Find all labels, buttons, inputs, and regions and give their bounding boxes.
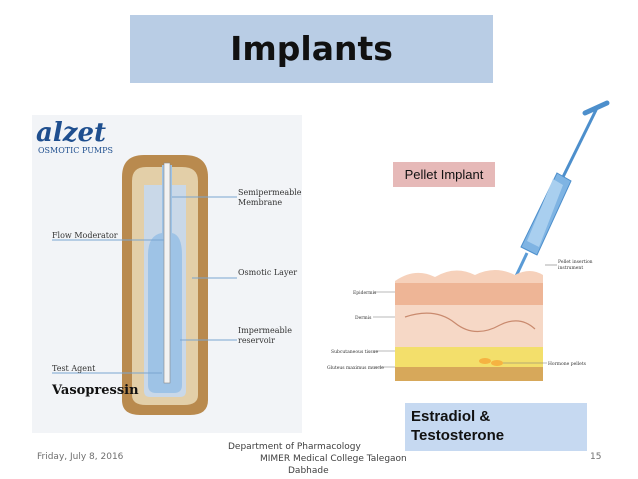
label-vasopressin: Vasopressin xyxy=(51,383,139,398)
label-hormone-pellets: Hormone pellets xyxy=(548,361,587,367)
label-impermeable: Impermeable xyxy=(238,326,292,335)
footer-dept-line3: Dabhade xyxy=(288,466,329,476)
label-osmotic-layer: Osmotic Layer xyxy=(238,268,297,277)
label-reservoir: reservoir xyxy=(238,336,275,345)
label-epidermis: Epidermis xyxy=(353,290,377,296)
label-subcutaneous: Subcutaneous tissue xyxy=(331,349,378,355)
label-test-agent: Test Agent xyxy=(52,364,96,373)
label-dermis: Dermis xyxy=(355,315,372,321)
footer-page-number: 15 xyxy=(590,452,602,462)
pellet-implant-callout: Pellet Implant xyxy=(393,162,495,187)
pellet-implant-text: Pellet Implant xyxy=(404,167,484,182)
alzet-logo: alzet xyxy=(36,118,106,148)
pellet-implant-diagram: Pellet insertion instrument Epidermis De… xyxy=(327,100,610,381)
footer-date: Friday, July 8, 2016 xyxy=(37,452,124,462)
hormones-callout: Estradiol & Testosterone xyxy=(405,403,587,451)
title-banner: Implants xyxy=(130,15,493,83)
label-flow-moderator: Flow Moderator xyxy=(52,231,118,240)
label-pellet-insertion: Pellet insertion xyxy=(558,259,593,265)
label-semipermeable: Semipermeable xyxy=(238,188,302,197)
footer-dept-line1: Department of Pharmacology xyxy=(228,442,361,452)
slide-title: Implants xyxy=(230,29,393,68)
footer-dept-line2: MIMER Medical College Talegaon xyxy=(260,454,407,464)
alzet-logo-subtitle: OSMOTIC PUMPS xyxy=(38,146,113,155)
hormones-text: Estradiol & Testosterone xyxy=(411,408,505,444)
label-membrane: Membrane xyxy=(238,198,282,207)
flow-moderator-tube xyxy=(163,162,171,384)
label-instrument: instrument xyxy=(558,265,583,271)
label-gluteus: Gluteus maximus muscle xyxy=(327,365,384,371)
skin-cross-section xyxy=(395,270,543,381)
alzet-pump-diagram: alzet OSMOTIC PUMPS Semipermeable Membra… xyxy=(32,115,302,433)
footer-department: Department of Pharmacology MIMER Medical… xyxy=(228,441,418,477)
